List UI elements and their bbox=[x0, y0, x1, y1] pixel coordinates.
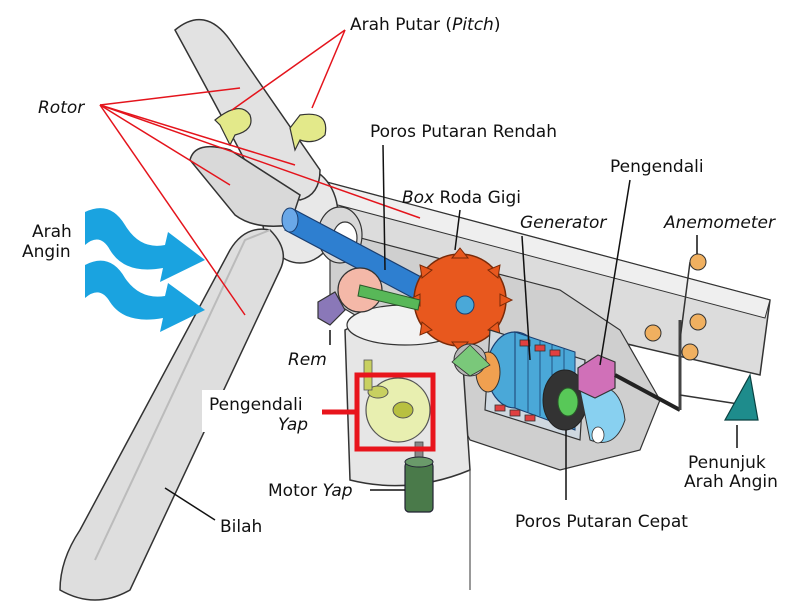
blade-top bbox=[174, 18, 321, 201]
label-rotor: Rotor bbox=[38, 98, 85, 118]
blade-bottom bbox=[59, 228, 285, 601]
label-anemometer: Anemometer bbox=[663, 213, 776, 233]
rotor-leader-lines bbox=[99, 29, 421, 316]
label-poros-cepat: Poros Putaran Cepat bbox=[515, 512, 688, 532]
label-rem: Rem bbox=[288, 350, 327, 370]
label-arah-putar: Arah Putar (Pitch) bbox=[350, 15, 500, 35]
label-generator: Generator bbox=[520, 213, 607, 233]
label-bilah: Bilah bbox=[220, 517, 262, 537]
wind-vane bbox=[679, 373, 759, 421]
high-speed-gear bbox=[451, 343, 491, 377]
anemometer bbox=[644, 253, 707, 361]
label-motor-yap: Motor Yap bbox=[268, 481, 353, 501]
blades bbox=[59, 18, 321, 601]
wind-arrows bbox=[85, 208, 205, 332]
yaw-system bbox=[363, 359, 434, 513]
label-leader-lines bbox=[164, 144, 738, 521]
brake bbox=[317, 267, 421, 326]
gearbox-gear bbox=[406, 247, 514, 353]
label-pengendali: Pengendali bbox=[610, 157, 704, 177]
label-box-roda-gigi: Box Roda Gigi bbox=[402, 188, 521, 208]
label-pengendali-yap-bg bbox=[202, 390, 322, 432]
pitch-arrows bbox=[214, 108, 327, 152]
label-poros-rendah: Poros Putaran Rendah bbox=[370, 122, 557, 142]
